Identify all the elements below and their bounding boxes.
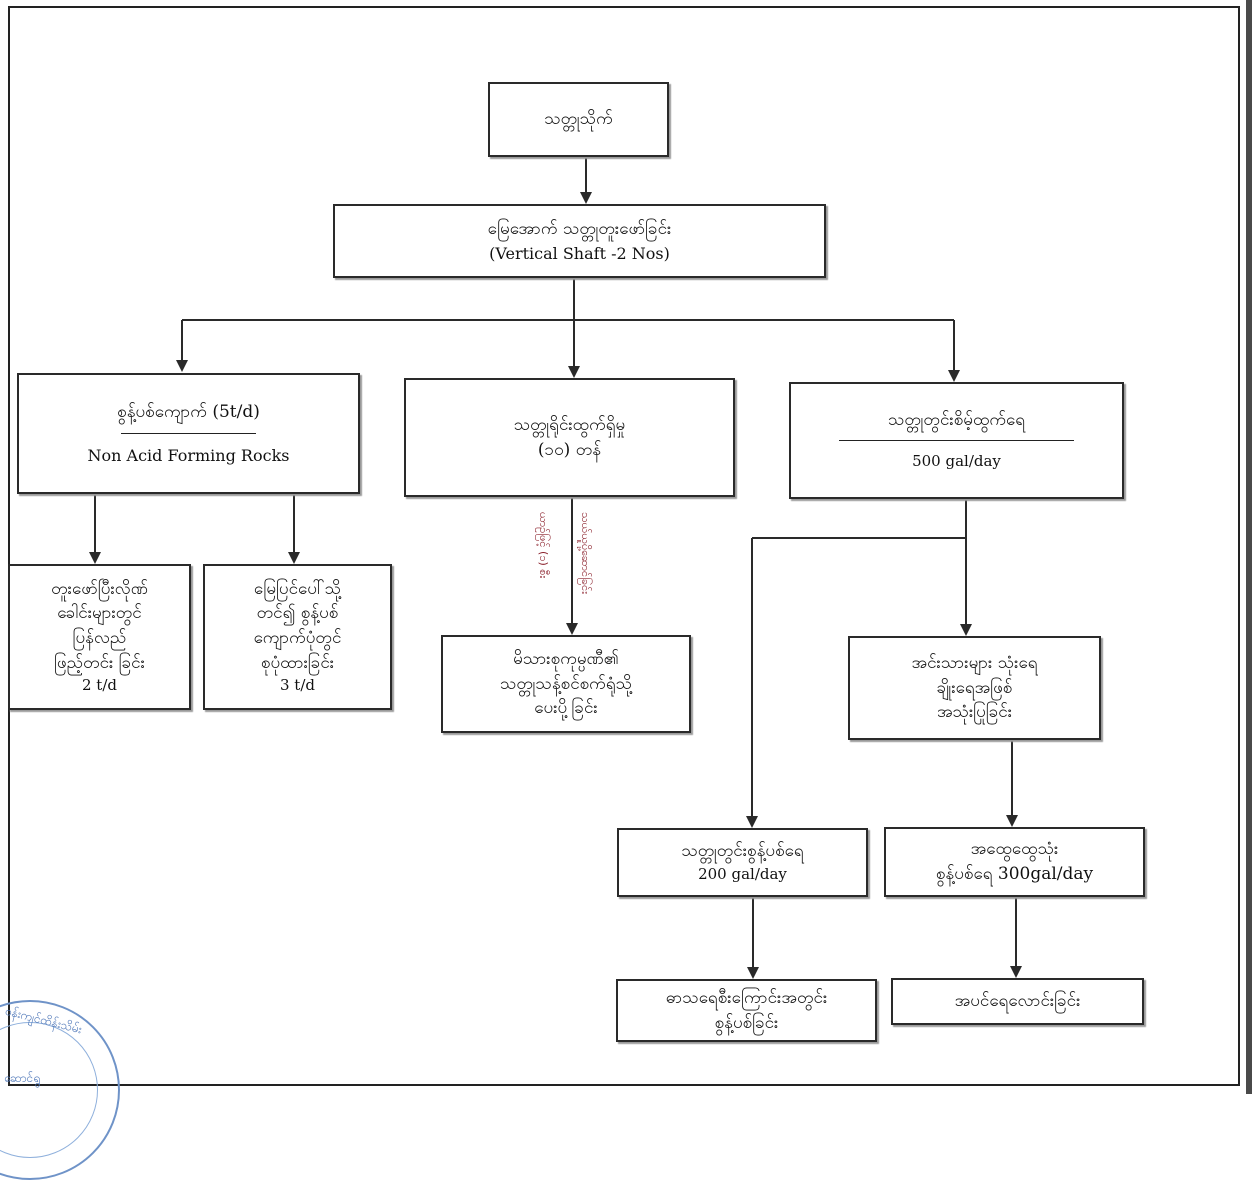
node-backfill: တူးဖော်ပြီးလိုဏ် ခေါင်းများတွင် ပြန်လည် … bbox=[8, 564, 191, 710]
node-text: အပင်ရေလောင်းခြင်း bbox=[954, 991, 1081, 1012]
node-text: မြေပြင်ပေါ်သို့ bbox=[253, 578, 342, 599]
node-text: ချိုးရေအဖြစ် bbox=[936, 677, 1013, 698]
node-text: စွန့်ပစ်ခြင်း bbox=[714, 1012, 779, 1033]
node-processing-plant: မိသားစုကုမ္ပဏီ၏ သတ္တုသန့်စင်စက်ရုံသို့ ပ… bbox=[441, 635, 691, 733]
node-mine-wastewater: သတ္တုတွင်းစွန့်ပစ်ရေ 200 gal/day bbox=[617, 828, 868, 897]
node-text: တူးဖော်ပြီးလိုဏ် bbox=[51, 578, 148, 599]
node-text: 2 t/d bbox=[82, 676, 117, 695]
node-ore-output: သတ္တုရိုင်းထွက်ရှိမှု (၁၀) တန် bbox=[404, 378, 735, 497]
node-text: ဓာသရေစီးကြောင်းအတွင်း bbox=[665, 987, 828, 1008]
node-text: သတ္တုတွင်းစိမ့်ထွက်ရေ bbox=[887, 409, 1026, 430]
node-text: ဖြည့်တင်း ခြင်း bbox=[54, 652, 145, 673]
node-underground-mining: မြေအောက် သတ္တုတူးဖော်ခြင်း (Vertical Sha… bbox=[333, 204, 826, 278]
node-text: သတ္တုတွင်းစွန့်ပစ်ရေ bbox=[681, 841, 804, 862]
node-text: 500 gal/day bbox=[912, 452, 1001, 471]
node-text: ပေးပို့ခြင်း bbox=[534, 698, 598, 719]
node-text: အထွေထွေသုံး bbox=[970, 839, 1059, 860]
node-divider bbox=[839, 440, 1074, 442]
node-text: ပြန်လည် bbox=[72, 628, 127, 649]
node-text: အသုံးပြုခြင်း bbox=[936, 702, 1013, 723]
node-domestic-use: အင်းသားများ သုံးရေ ချိုးရေအဖြစ် အသုံးပြု… bbox=[848, 636, 1101, 740]
edge-label-truck: ယာဉ်ဖြင့် (၁) စီး bbox=[537, 512, 550, 579]
node-text: သတ္တုသန့်စင်စက်ရုံသို့ bbox=[499, 673, 633, 694]
node-text: အင်းသားများ သုံးရေ bbox=[911, 653, 1038, 674]
node-text: စွန့်ပစ်ရေ 300gal/day bbox=[935, 864, 1094, 884]
node-plant-watering: အပင်ရေလောင်းခြင်း bbox=[891, 978, 1144, 1025]
node-seepage-water: သတ္တုတွင်းစိမ့်ထွက်ရေ 500 gal/day bbox=[789, 382, 1124, 499]
node-text: သတ္တုသိုက် bbox=[544, 109, 613, 130]
edge-label-transport: သယ်ယူပို့ဆောင်ခြင်း bbox=[579, 512, 592, 594]
node-rock-dump: မြေပြင်ပေါ်သို့ တင်၍ စွန့်ပစ် ကျောက်ပုံတ… bbox=[203, 564, 392, 710]
node-text: စုပုံထားခြင်း bbox=[260, 652, 335, 673]
page-frame bbox=[8, 6, 1240, 1086]
node-general-wastewater: အထွေထွေသုံး စွန့်ပစ်ရေ 300gal/day bbox=[884, 827, 1145, 897]
seal-text: ဆောင်ရွ bbox=[4, 1071, 41, 1085]
node-text: Non Acid Forming Rocks bbox=[87, 445, 290, 465]
node-waste-rock: စွန့်ပစ်ကျောက် (5t/d) Non Acid Forming R… bbox=[17, 373, 360, 494]
connector-lines bbox=[89, 157, 1022, 979]
scan-edge bbox=[1246, 0, 1252, 1094]
node-text: ခေါင်းများတွင် bbox=[57, 603, 142, 624]
node-text: သတ္တုရိုင်းထွက်ရှိမှု bbox=[513, 414, 626, 435]
node-divider bbox=[121, 432, 256, 434]
node-stream-discharge: ဓာသရေစီးကြောင်းအတွင်း စွန့်ပစ်ခြင်း bbox=[616, 979, 877, 1042]
node-text: ကျောက်ပုံတွင် bbox=[253, 628, 342, 649]
node-text: (Vertical Shaft -2 Nos) bbox=[489, 243, 670, 263]
node-text: 3 t/d bbox=[280, 676, 315, 695]
node-text: တင်၍ စွန့်ပစ် bbox=[256, 603, 339, 624]
node-text: မိသားစုကုမ္ပဏီ၏ bbox=[513, 649, 619, 670]
node-ore-deposit: သတ္တုသိုက် bbox=[488, 82, 669, 157]
node-text: မြေအောက် သတ္တုတူးဖော်ခြင်း bbox=[487, 219, 672, 240]
node-text: စွန့်ပစ်ကျောက် (5t/d) bbox=[117, 402, 260, 423]
node-text: 200 gal/day bbox=[698, 864, 787, 883]
node-text: (၁၀) တန် bbox=[537, 439, 602, 460]
